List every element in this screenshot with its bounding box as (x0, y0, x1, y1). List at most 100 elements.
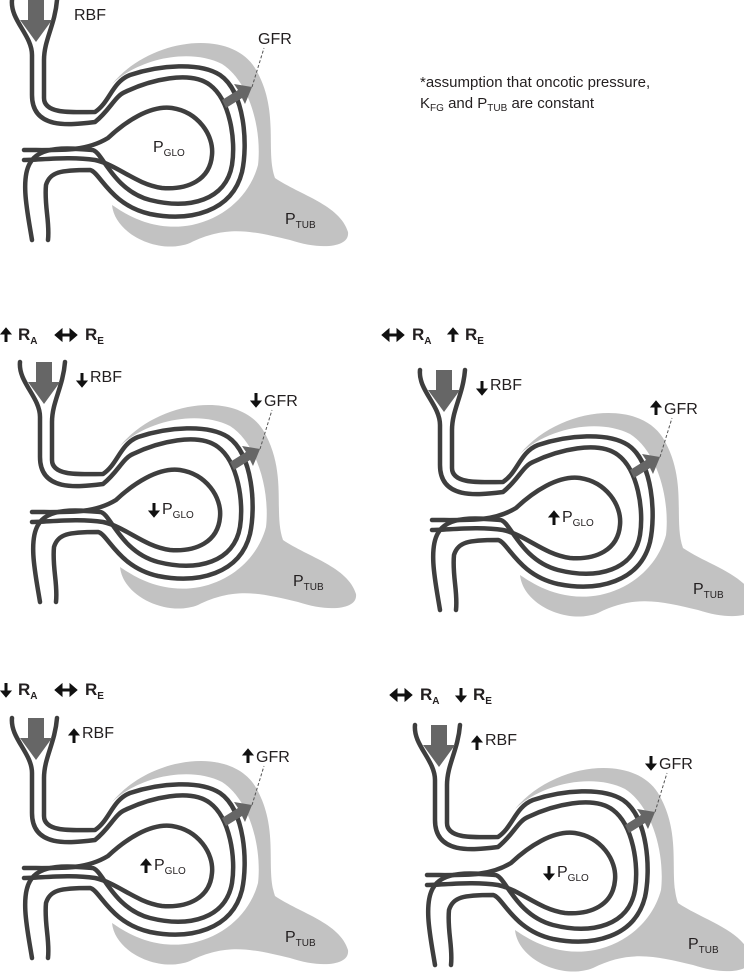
gfr-filtration-arrow (230, 446, 260, 470)
rbf-label-part: RBF (90, 369, 122, 386)
rbf-label: RBF (485, 732, 517, 749)
gfr-label-part: GFR (659, 756, 693, 773)
gfr-leader-line (251, 47, 265, 88)
pglo-label: PGLO (154, 857, 186, 877)
afferent-arteriole-inner (444, 722, 650, 968)
rbf-flow-arrow (20, 0, 52, 42)
rbf-label-part: RBF (82, 725, 114, 742)
ptub-label-part: P (285, 211, 296, 228)
gfr-filtration-arrow (630, 454, 660, 478)
pglo-label-part: P (562, 509, 573, 526)
pglo-label-part: P (153, 139, 164, 156)
pglo-label: PGLO (562, 509, 594, 529)
ra-change-icon (389, 687, 413, 703)
rbf-label: RBF (74, 7, 106, 24)
pglo-label: PGLO (162, 501, 194, 521)
gfr-change-icon (249, 393, 263, 408)
re-label-part: E (477, 336, 484, 347)
note-line-2: KFG and PTUB are constant (420, 93, 650, 119)
gfr-label-part: GFR (258, 31, 292, 48)
gfr-label-part: GFR (264, 393, 298, 410)
gfr-label: GFR (256, 749, 290, 766)
rbf-label: RBF (90, 369, 122, 386)
ra-change-icon (381, 327, 405, 343)
ptub-label-part: P (293, 573, 304, 590)
re-change-icon (454, 688, 468, 703)
ra-label-part: A (432, 696, 439, 707)
ra-label-part: A (424, 336, 431, 347)
rbf-flow-arrow (423, 725, 455, 767)
re-label-part: R (473, 685, 485, 704)
pglo-label-part: GLO (165, 866, 186, 877)
pglo-change-icon (542, 866, 556, 881)
re-label-part: E (485, 696, 492, 707)
rbf-label-part: RBF (490, 377, 522, 394)
pglo-label-part: P (154, 857, 165, 874)
glomerular-loop (29, 467, 223, 553)
gfr-label: GFR (664, 401, 698, 418)
gfr-change-icon (649, 400, 663, 415)
gfr-filtration-arrow (222, 84, 252, 108)
note-k-sub: FG (430, 103, 444, 114)
ra-label-part: A (30, 336, 37, 347)
rbf-flow-arrow (20, 718, 52, 760)
ptub-label: PTUB (693, 581, 724, 601)
glomerular-loop (21, 105, 215, 191)
re-label-part: R (85, 325, 97, 344)
gfr-label: GFR (258, 31, 292, 48)
bowman-capsule (515, 768, 744, 972)
note-end: are constant (507, 95, 594, 112)
afferent-arteriole-inner (449, 367, 655, 613)
gfr-filtration-arrow (625, 809, 655, 833)
bowman-capsule (520, 413, 744, 617)
gfr-label-part: GFR (664, 401, 698, 418)
rbf-change-icon (67, 728, 81, 743)
gfr-leader-line (259, 409, 273, 450)
rbf-change-icon (75, 373, 89, 388)
pglo-label-part: P (557, 864, 568, 881)
pglo-label: PGLO (557, 864, 589, 884)
glomerular-loop (429, 475, 623, 561)
ra-label: RA (18, 680, 38, 702)
ra-label-part: R (18, 680, 30, 699)
afferent-arteriole-inner (41, 0, 247, 243)
re-change-icon (446, 327, 460, 342)
ptub-label: PTUB (688, 936, 719, 956)
bowman-capsule (120, 405, 357, 609)
ra-label-part: R (18, 325, 30, 344)
glomerular-loop (21, 823, 215, 909)
pglo-label-part: GLO (568, 873, 589, 884)
pglo-label-part: GLO (173, 510, 194, 521)
ra-label: RA (420, 685, 440, 707)
afferent-arteriole-inner (41, 715, 247, 961)
ptub-label: PTUB (293, 573, 324, 593)
re-label: RE (85, 325, 104, 347)
ptub-label-part: TUB (699, 945, 719, 956)
re-label-part: E (97, 336, 104, 347)
ra-label-part: R (420, 685, 432, 704)
gfr-label: GFR (264, 393, 298, 410)
bowman-capsule (112, 761, 349, 965)
gfr-change-icon (644, 756, 658, 771)
gfr-label: GFR (659, 756, 693, 773)
re-label: RE (473, 685, 492, 707)
gfr-label-part: GFR (256, 749, 290, 766)
gfr-leader-line (654, 772, 668, 813)
ptub-label-part: P (693, 581, 704, 598)
gfr-change-icon (241, 748, 255, 763)
ra-label-part: R (412, 325, 424, 344)
bowman-capsule (112, 43, 349, 247)
rbf-change-icon (470, 735, 484, 750)
ra-label-part: A (30, 691, 37, 702)
rbf-label: RBF (490, 377, 522, 394)
glomerular-loop (424, 830, 618, 916)
ra-label: RA (412, 325, 432, 347)
